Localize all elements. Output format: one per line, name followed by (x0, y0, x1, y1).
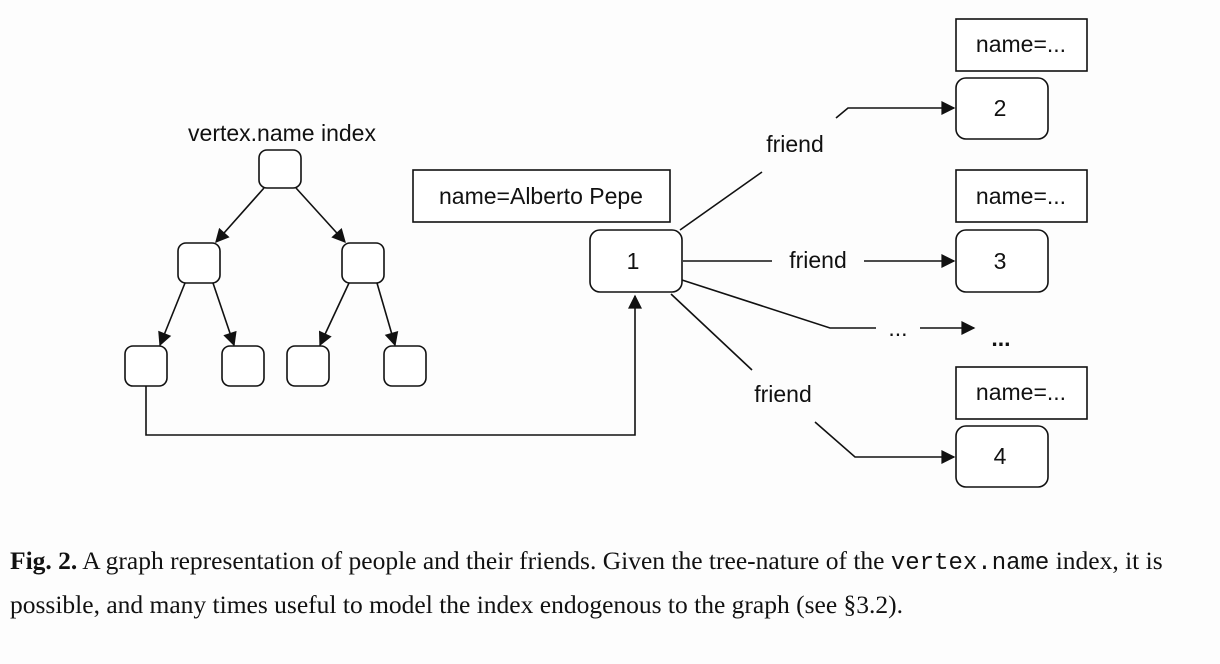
index-to-vertex-edge (145, 294, 642, 436)
tree-edge (376, 282, 399, 347)
index-node-left (177, 242, 221, 284)
friend-3-property: name=... (976, 183, 1066, 209)
friend-edge-3-label: friend (789, 247, 847, 273)
main-vertex (589, 229, 683, 293)
tree-edge (295, 187, 346, 244)
main-vertex-property: name=Alberto Pepe (439, 183, 643, 209)
tree-edge (212, 282, 237, 347)
friend-edge-4-lower (814, 421, 956, 464)
index-root-node (258, 149, 302, 189)
tree-edge (158, 282, 186, 347)
friend-4-label: 4 (994, 443, 1007, 469)
ellipsis-vertex: ... (991, 325, 1010, 351)
friend-vertex-4 (955, 425, 1049, 488)
caption-text-part1: A graph representation of people and the… (77, 546, 891, 575)
index-leaf-1 (124, 345, 168, 387)
index-title: vertex.name index (188, 120, 376, 146)
tree-edge (318, 282, 350, 347)
caption-text-part2: index, it is possible, and many times us… (10, 546, 1163, 619)
friend-edge-2-lower (679, 171, 763, 231)
friend-edge-4-upper (670, 293, 753, 371)
friend-4-property-box (955, 366, 1088, 420)
friend-3-property-box (955, 169, 1088, 223)
index-leaf-2 (221, 345, 265, 387)
friend-edge-2-label: friend (766, 131, 824, 157)
main-vertex-property-box (412, 169, 671, 223)
friend-2-label: 2 (994, 95, 1007, 121)
index-leaf-4 (383, 345, 427, 387)
tree-edge (215, 187, 265, 244)
friend-4-property: name=... (976, 379, 1066, 405)
friend-2-property: name=... (976, 31, 1066, 57)
friend-vertex-3 (955, 229, 1049, 293)
caption-code-term: vertex.name (890, 550, 1050, 577)
main-vertex-label: 1 (627, 248, 640, 274)
index-node-right (341, 242, 385, 284)
figure-caption: Fig. 2. A graph representation of people… (10, 540, 1210, 625)
friend-edge-2-upper (835, 101, 956, 119)
ellipsis-edge-label: ... (888, 315, 907, 341)
friend-edge-4-label: friend (754, 381, 812, 407)
friend-3-label: 3 (994, 248, 1007, 274)
friend-vertex-2 (955, 77, 1049, 140)
index-leaf-3 (286, 345, 330, 387)
ellipsis-edge-left (681, 279, 876, 329)
friend-2-property-box (955, 18, 1088, 72)
caption-label: Fig. 2. (10, 546, 78, 575)
graph-figure: vertex.name index name=Alberto Pepe 1 na… (124, 18, 1088, 488)
